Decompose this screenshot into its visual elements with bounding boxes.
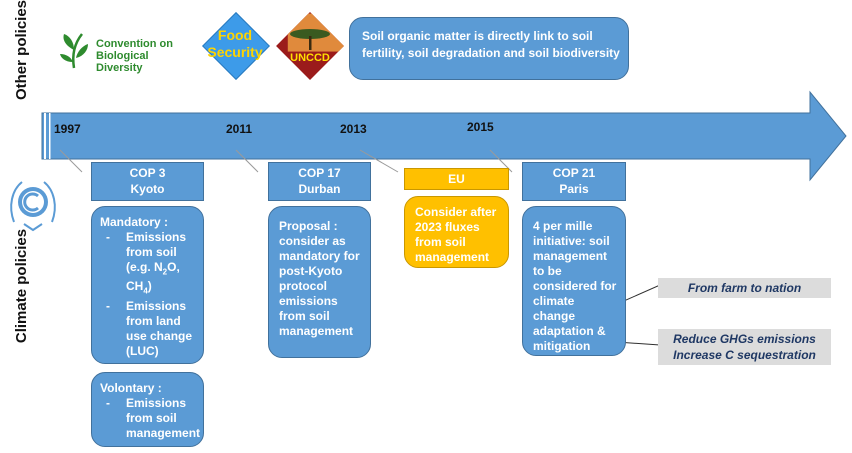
kyoto-item-soil-mid: O, CH xyxy=(126,260,180,294)
kyoto-mandatory-box: Mandatory : Emissions from soil (e.g. N2… xyxy=(91,206,204,364)
cbd-logo: Convention on Biological Diversity xyxy=(56,28,192,74)
event-cop17-line2: Durban xyxy=(298,182,341,196)
kyoto-mandatory-title: Mandatory : xyxy=(100,215,169,229)
event-cop21-line1: COP 21 xyxy=(552,166,596,180)
kyoto-item-soil-sub2: 4 xyxy=(143,286,148,296)
year-2011: 2011 xyxy=(226,122,253,136)
connector-1997 xyxy=(59,149,83,173)
event-cop3: COP 3 Kyoto xyxy=(91,162,204,201)
food-security-line1: Food xyxy=(217,27,253,43)
event-eu-line1: EU xyxy=(448,172,465,186)
year-1997: 1997 xyxy=(54,122,81,136)
tree-icon xyxy=(290,29,330,50)
kyoto-voluntary-box: Volontary : Emissions from soil manageme… xyxy=(91,372,204,447)
kyoto-mandatory-item-luc: Emissions from land use change (LUC) xyxy=(100,299,199,359)
timeline-start-bar xyxy=(44,113,46,159)
year-2013: 2013 xyxy=(340,122,367,136)
un-climate-icon xyxy=(10,181,56,232)
event-eu: EU xyxy=(404,168,509,190)
event-cop17: COP 17 Durban xyxy=(268,162,371,201)
kyoto-item-soil-end: ) xyxy=(147,279,152,294)
soil-organic-matter-text: Soil organic matter is directly link to … xyxy=(362,29,620,60)
event-cop3-line2: Kyoto xyxy=(130,182,165,196)
event-cop3-line1: COP 3 xyxy=(129,166,166,180)
unccd-logo-text: UNCCD xyxy=(290,52,330,64)
year-2015: 2015 xyxy=(467,120,494,134)
food-security-logo: Food Security xyxy=(200,10,270,80)
durban-proposal-text: Proposal : consider as mandatory for pos… xyxy=(279,219,360,338)
connector-2013 xyxy=(359,149,399,173)
ghg-line2: Increase C sequestration xyxy=(673,348,816,362)
kyoto-voluntary-title: Volontary : xyxy=(100,381,162,395)
kyoto-mandatory-item-soil: Emissions from soil (e.g. N2O, CH4) xyxy=(100,230,199,299)
kyoto-item-soil-text: Emissions from soil (e.g. N xyxy=(126,230,187,274)
durban-proposal-box: Proposal : consider as mandatory for pos… xyxy=(268,206,371,358)
paris-box: 4 per mille initiative: soil management … xyxy=(522,206,626,356)
ghg-line1: Reduce GHGs emissions xyxy=(673,332,816,346)
cbd-logo-line1: Convention on xyxy=(96,38,173,50)
eu-text: Consider after 2023 fluxes from soil man… xyxy=(415,205,497,264)
ghg-callout: Reduce GHGs emissions Increase C sequest… xyxy=(658,329,831,365)
food-security-line2: Security xyxy=(207,44,263,60)
from-farm-text: From farm to nation xyxy=(687,281,802,295)
kyoto-item-soil-sub1: 2 xyxy=(162,267,168,277)
cbd-leaf-icon xyxy=(60,33,88,69)
unccd-logo: UNCCD xyxy=(274,10,344,90)
timeline-start-bar xyxy=(49,113,51,159)
connector-2011 xyxy=(235,149,259,173)
un-climate-logo xyxy=(6,176,60,234)
paris-text: 4 per mille initiative: soil management … xyxy=(533,219,617,353)
event-cop17-line1: COP 17 xyxy=(298,166,341,180)
event-cop21-line2: Paris xyxy=(559,182,589,196)
kyoto-voluntary-item: Emissions from soil management xyxy=(100,396,200,441)
timeline-arrow xyxy=(41,90,847,182)
cbd-logo-line2: Biological Diversity xyxy=(96,50,149,74)
from-farm-callout: From farm to nation xyxy=(658,278,831,298)
eu-box: Consider after 2023 fluxes from soil man… xyxy=(404,196,509,268)
soil-organic-matter-note: Soil organic matter is directly link to … xyxy=(349,17,629,80)
event-cop21: COP 21 Paris xyxy=(522,162,626,201)
